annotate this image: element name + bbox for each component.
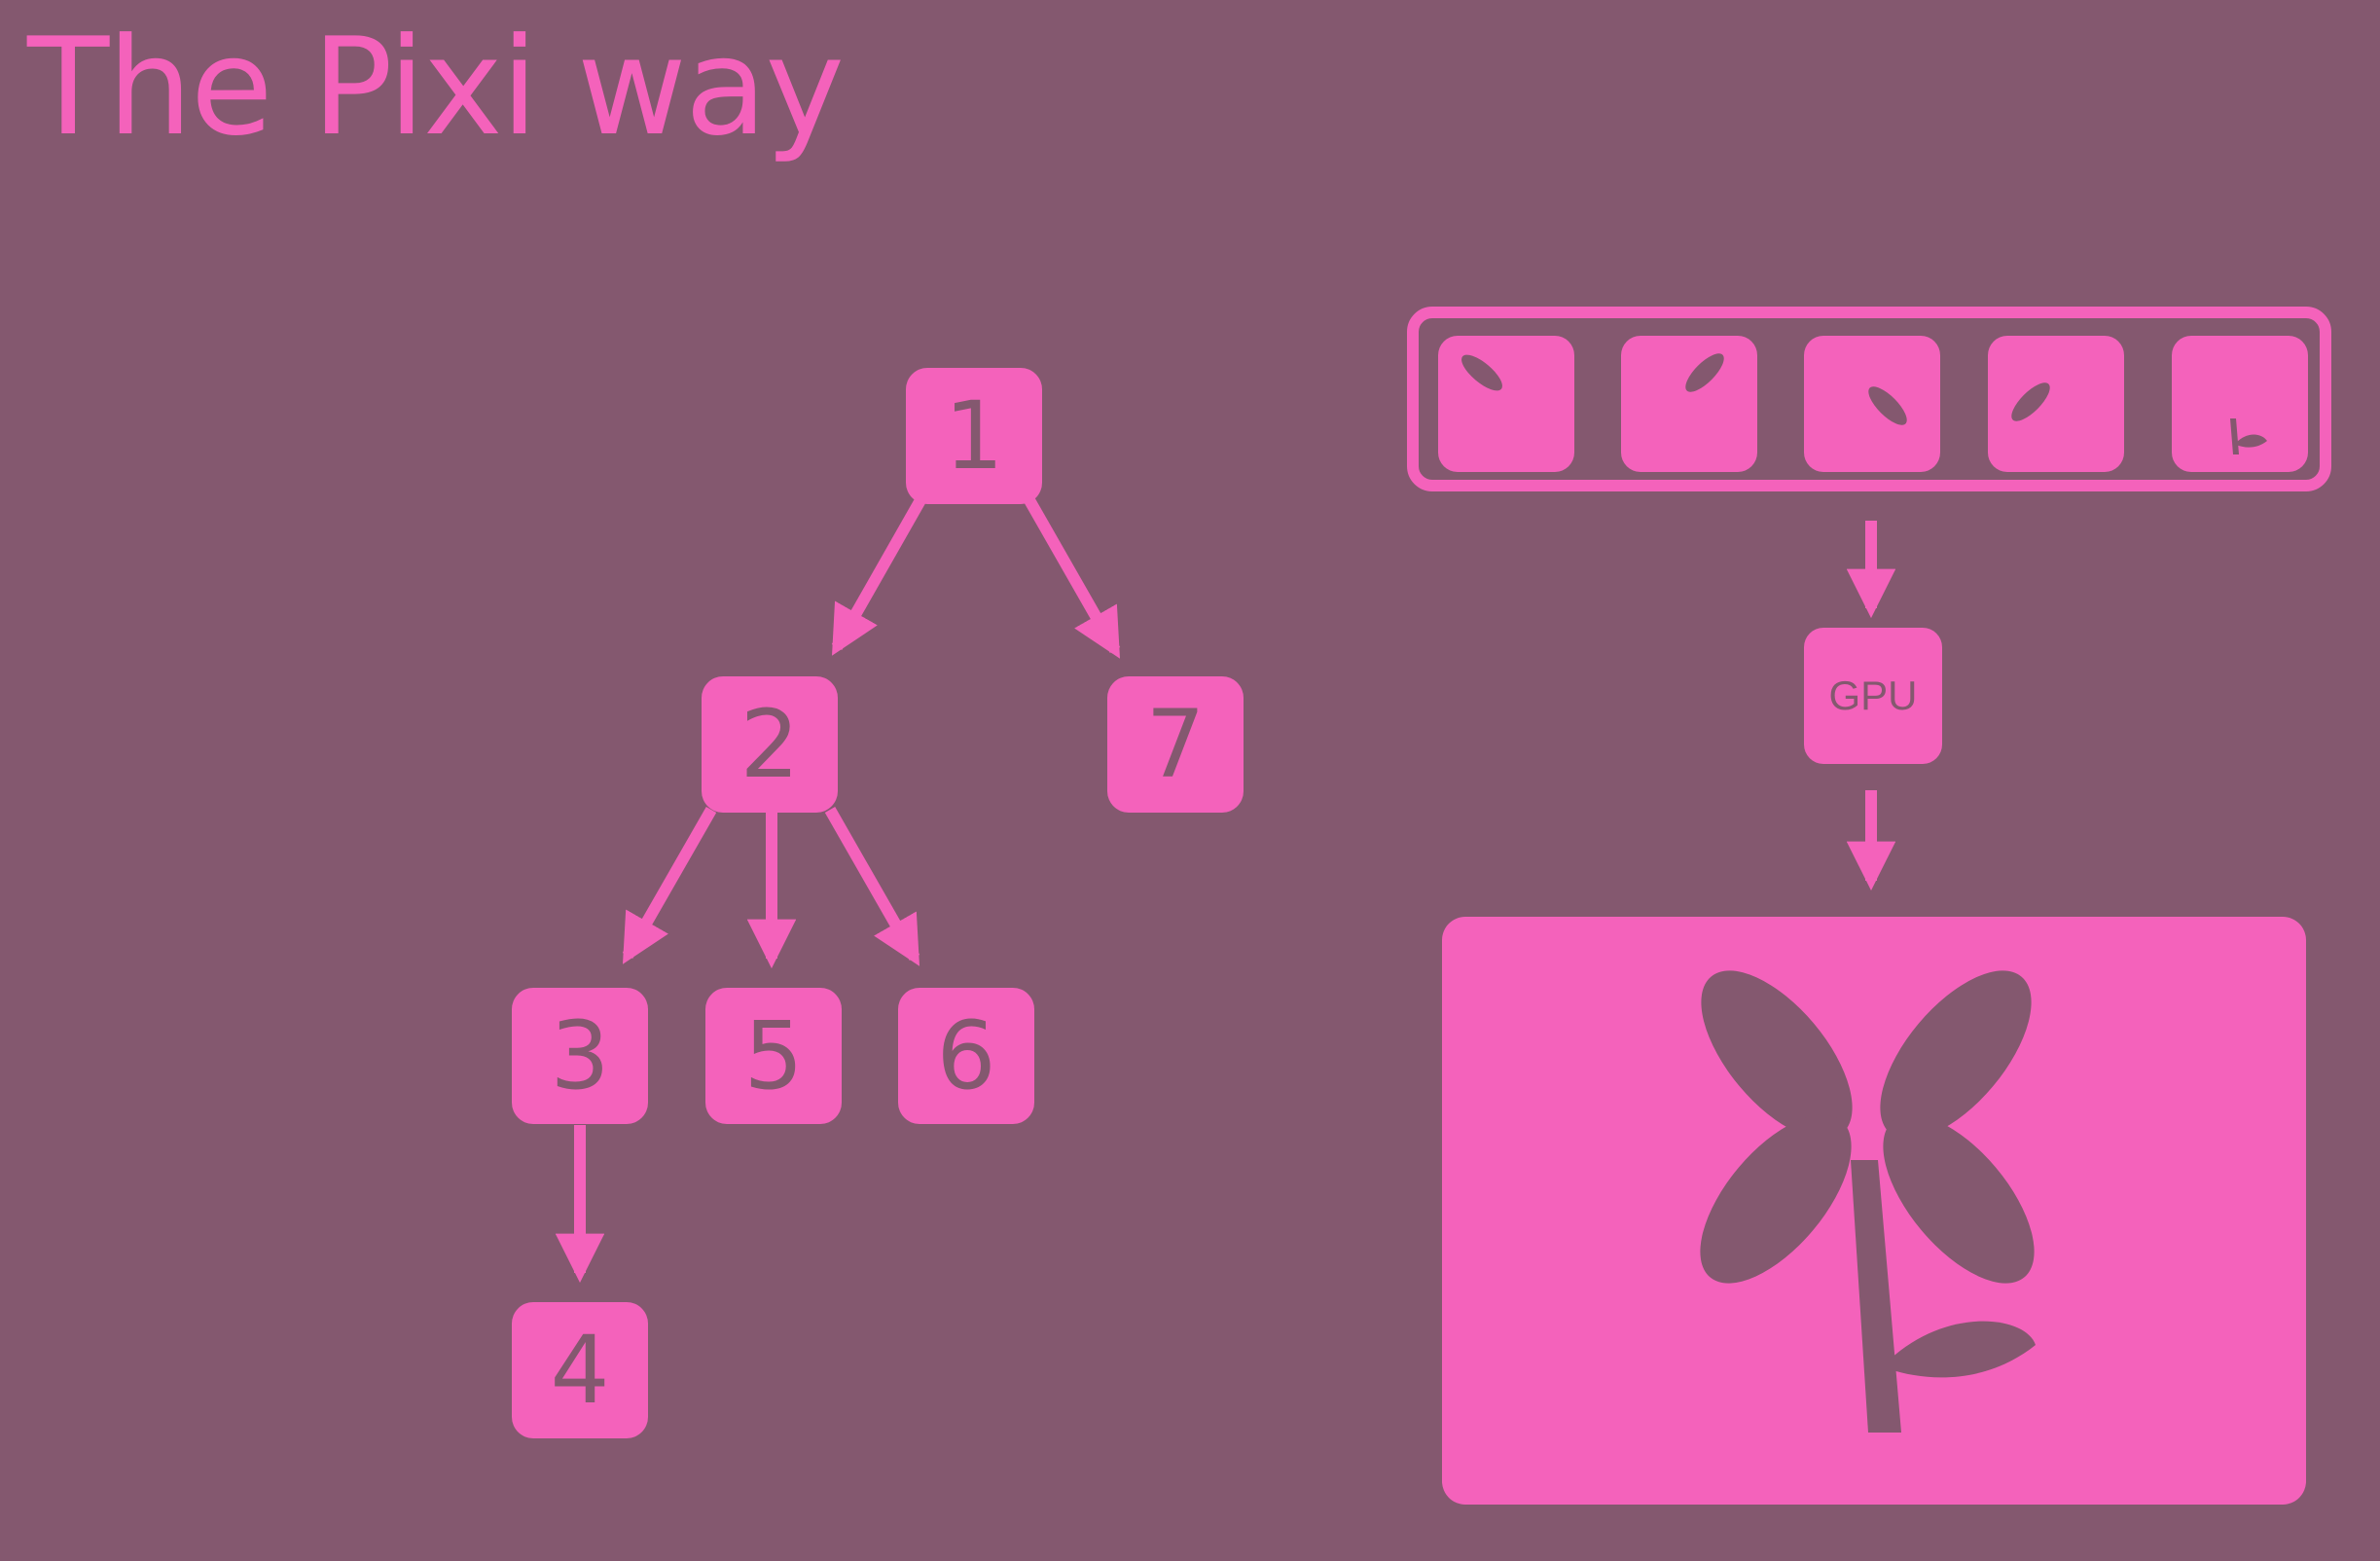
petal-icon bbox=[1868, 386, 1907, 425]
tree-node-7: 7 bbox=[1107, 676, 1244, 813]
tree-node-3: 3 bbox=[512, 988, 648, 1124]
sprite-tile-2 bbox=[1621, 336, 1757, 472]
arrow-2-to-3 bbox=[622, 807, 717, 964]
arrow-1-to-2 bbox=[831, 497, 926, 656]
sprite-tile-4 bbox=[1988, 336, 2124, 472]
sprite-tile-5 bbox=[2172, 336, 2308, 472]
flower-icon bbox=[1700, 970, 2036, 1433]
gpu-box: GPU bbox=[1804, 628, 1942, 764]
tree-node-2: 2 bbox=[702, 676, 838, 813]
petal-icon bbox=[2011, 382, 2050, 421]
petal-icon bbox=[1685, 353, 1724, 392]
tree-node-6: 6 bbox=[898, 988, 1034, 1124]
arrow-2-to-6 bbox=[824, 807, 920, 966]
sprite-tile-3 bbox=[1804, 336, 1940, 472]
petal-icon bbox=[1461, 354, 1502, 391]
tree-node-4: 4 bbox=[512, 1302, 648, 1438]
rendered-output-screen bbox=[1442, 917, 2306, 1505]
tree-node-5: 5 bbox=[705, 988, 842, 1124]
tree-node-1: 1 bbox=[906, 368, 1042, 504]
arrow-1-to-7 bbox=[1024, 497, 1121, 659]
slide-title: The Pixi way bbox=[27, 9, 845, 165]
sprite-sheet-strip bbox=[1407, 307, 2331, 491]
stem-leaf-icon bbox=[2230, 418, 2267, 454]
sprite-tile-1 bbox=[1438, 336, 1574, 472]
